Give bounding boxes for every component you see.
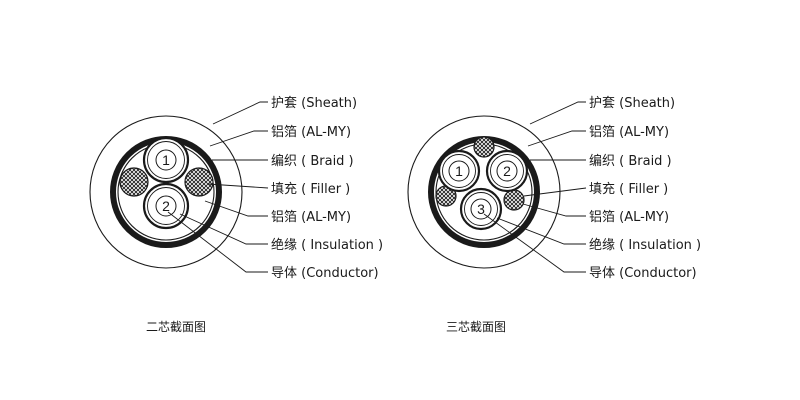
conductor <box>470 198 492 220</box>
core-foil <box>442 154 476 188</box>
label-al-my-outer: 铝箔 (AL-MY) <box>589 124 669 140</box>
caption-two-core: 二芯截面图 <box>146 320 206 334</box>
label-conductor: 导体 (Conductor) <box>589 266 697 281</box>
conductor <box>496 160 518 182</box>
three-core-diagram: 1 2 3 护套 (Sheath) 铝箔 (A <box>407 95 701 334</box>
two-core-diagram: 1 2 护套 (Sheath) 铝箔 (AL-MY) 编织 ( Braid ) … <box>89 95 383 334</box>
label-filler: 填充 ( Filler ) <box>271 181 350 197</box>
core-foil <box>147 187 185 225</box>
core-foil <box>464 192 498 226</box>
core-foil <box>490 154 524 188</box>
label-sheath: 护套 (Sheath) <box>589 95 675 111</box>
label-insulation: 绝缘 ( Insulation ) <box>589 237 701 253</box>
conductor <box>155 195 177 217</box>
label-sheath: 护套 (Sheath) <box>271 95 357 111</box>
leader-lines <box>483 101 587 273</box>
core-number: 3 <box>477 201 485 217</box>
layer-labels: 护套 (Sheath) 铝箔 (AL-MY) 编织 ( Braid ) 填充 (… <box>589 95 701 281</box>
filler-left <box>119 167 149 197</box>
label-braid: 编织 ( Braid ) <box>589 154 672 169</box>
conductor <box>448 160 470 182</box>
label-conductor: 导体 (Conductor) <box>271 266 379 281</box>
leader-lines <box>167 101 269 273</box>
core-1: 1 <box>142 136 190 184</box>
sheath-outer <box>89 115 243 269</box>
core-number: 2 <box>162 198 170 214</box>
label-al-my-inner: 铝箔 (AL-MY) <box>589 209 669 225</box>
core-1: 1 <box>437 149 481 193</box>
core-2: 2 <box>142 182 190 230</box>
layer-labels: 护套 (Sheath) 铝箔 (AL-MY) 编织 ( Braid ) 填充 (… <box>271 95 383 281</box>
sheath-outer <box>407 115 561 269</box>
core-number: 2 <box>503 163 511 179</box>
filler-right <box>184 167 214 197</box>
core-2: 2 <box>485 149 529 193</box>
core-3: 3 <box>459 187 503 231</box>
filler-top <box>473 136 495 158</box>
label-al-my-inner: 铝箔 (AL-MY) <box>271 209 351 225</box>
core-foil <box>147 141 185 179</box>
filler-right <box>503 189 525 211</box>
label-filler: 填充 ( Filler ) <box>589 181 668 197</box>
label-insulation: 绝缘 ( Insulation ) <box>271 237 383 253</box>
conductor <box>155 149 177 171</box>
core-number: 1 <box>162 152 170 168</box>
core-number: 1 <box>455 163 463 179</box>
label-braid: 编织 ( Braid ) <box>271 154 354 169</box>
label-al-my-outer: 铝箔 (AL-MY) <box>271 124 351 140</box>
caption-three-core: 三芯截面图 <box>446 320 506 334</box>
